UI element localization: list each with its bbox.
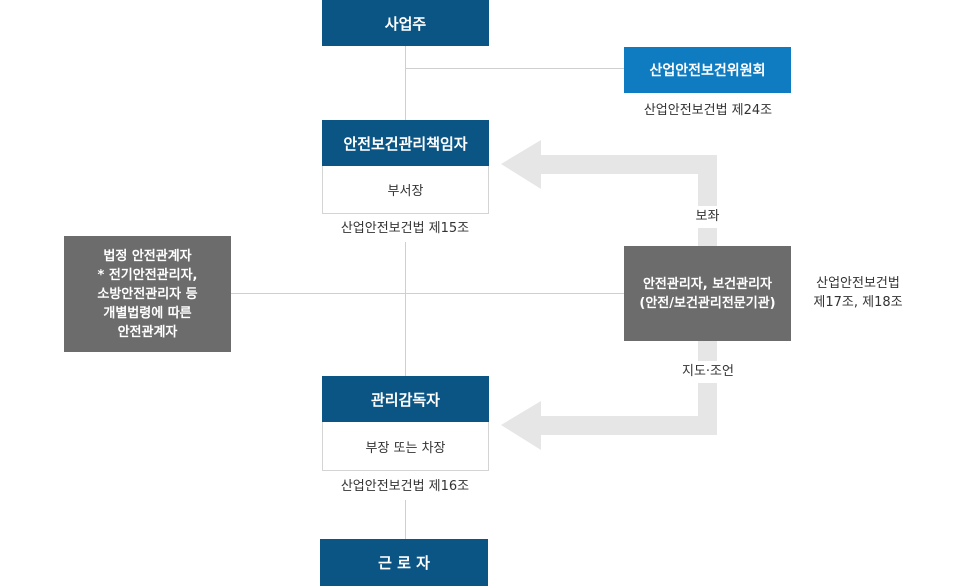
connector-main-middle [405,242,406,376]
committee-box: 산업안전보건위원회 [624,47,791,93]
connector-main-top [405,46,406,120]
legal-managers-box: 법정 안전관계자 * 전기안전관리자, 소방안전관리자 등 개별법령에 따른 안… [64,236,231,352]
owner-box: 사업주 [322,0,489,46]
safety-managers-box: 안전관리자, 보건관리자 (안전/보건관리전문기관) [624,246,791,341]
supervisor-law: 산업안전보건법 제16조 [340,479,470,494]
committee-law: 산업안전보건법 제24조 [643,103,773,118]
guide-label: 지도·조언 [668,361,748,383]
supervisor-title-box: 관리감독자 [322,376,489,422]
assist-arrow-head [501,140,541,189]
supervisor-role-box: 부장 또는 차장 [322,422,489,471]
assist-label: 보좌 [680,206,735,228]
chief-role-box: 부서장 [322,166,489,214]
guide-arrow-shaft-horizontal [540,416,717,435]
guide-arrow-head [501,401,541,450]
chief-title-box: 안전보건관리책임자 [322,120,489,166]
safety-managers-law: 산업안전보건법 제17조, 제18조 [813,276,903,310]
connector-committee [405,68,625,69]
assist-arrow-shaft-horizontal [540,155,717,174]
chief-law: 산업안전보건법 제15조 [340,221,470,236]
connector-horizontal [231,293,625,294]
worker-box: 근 로 자 [320,539,488,586]
connector-main-bottom [405,500,406,540]
